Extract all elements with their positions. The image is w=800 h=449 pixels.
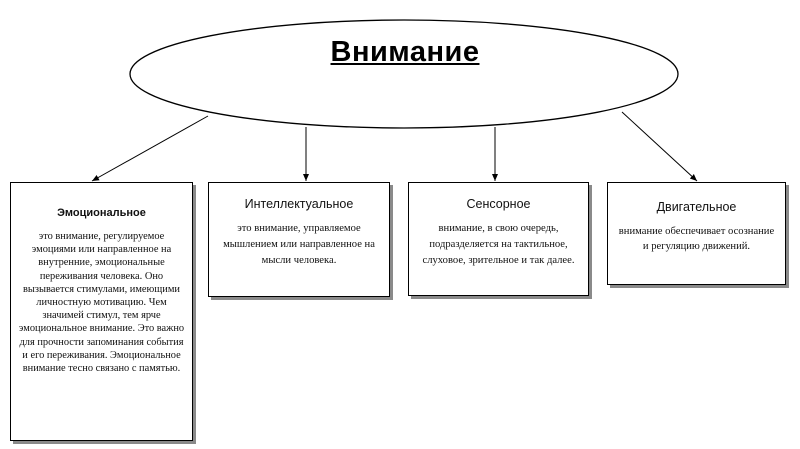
- arrow-to-motor: [621, 111, 698, 182]
- box-heading-intellectual: Интеллектуальное: [244, 197, 354, 211]
- diagram-title: Внимание: [330, 36, 480, 68]
- box-heading-emotional: Эмоциональное: [57, 207, 146, 219]
- box-heading-sensory: Сенсорное: [466, 197, 531, 211]
- box-heading-motor: Двигательное: [656, 200, 737, 214]
- box-emotional: Эмоциональное это внимание, регулируемое…: [10, 182, 193, 441]
- arrow-to-emotional: [91, 115, 209, 182]
- box-text-motor: внимание обеспечивает осознание и регуля…: [618, 226, 775, 252]
- box-motor: Двигательное внимание обеспечивает осозн…: [607, 182, 786, 285]
- box-text-sensory: внимание, в свою очередь, подразделяется…: [422, 223, 575, 266]
- box-intellectual: Интеллектуальное это внимание, управляем…: [208, 182, 390, 297]
- central-ellipse: [129, 19, 679, 129]
- box-text-emotional: это внимание, регулируемое эмоциями или …: [18, 231, 185, 375]
- box-text-intellectual: это внимание, управляемое мышлением или …: [223, 223, 375, 266]
- box-sensory: Сенсорное внимание, в свою очередь, подр…: [408, 182, 589, 296]
